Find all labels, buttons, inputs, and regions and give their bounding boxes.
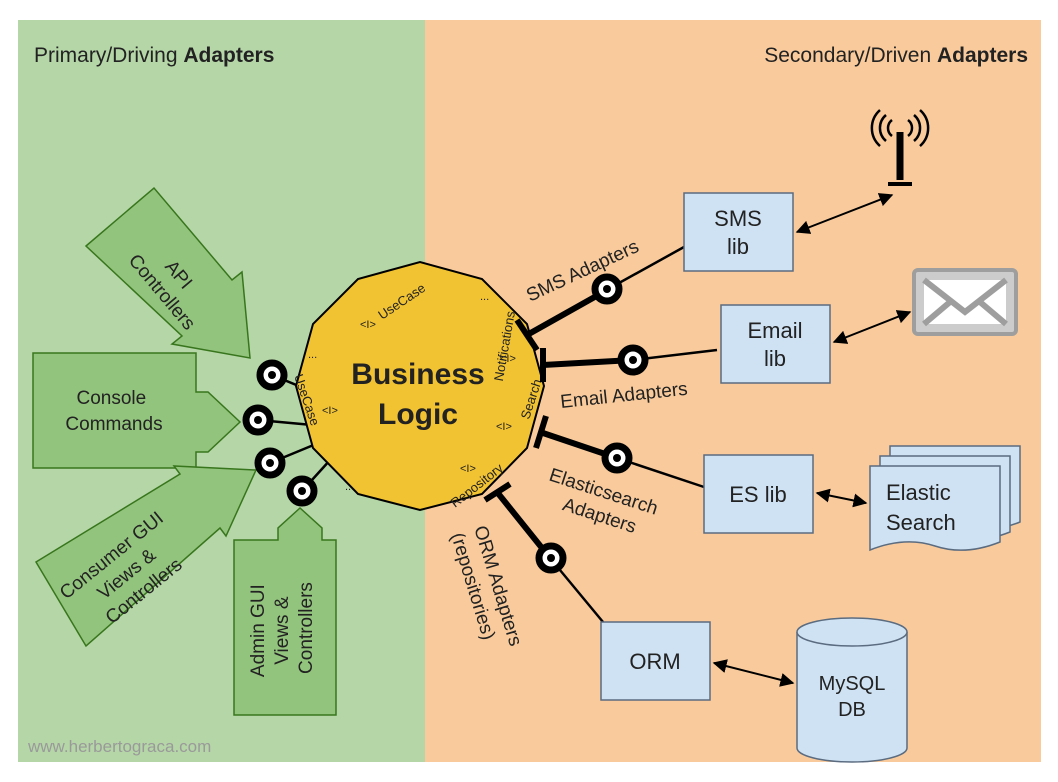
- elastic-line2: Search: [886, 510, 956, 535]
- sms-lib-box[interactable]: SMS lib: [683, 192, 794, 272]
- adapter-console-commands[interactable]: Console Commands: [32, 352, 242, 469]
- db-line1: MySQL: [819, 673, 886, 695]
- adapter-console-line2: Commands: [65, 414, 162, 435]
- email-lib-line1: Email: [747, 318, 802, 343]
- watermark: www.herbertograca.com: [27, 737, 211, 756]
- primary-header: Primary/Driving Adapters: [34, 44, 274, 67]
- adapter-admin-line3: Controllers: [296, 582, 317, 674]
- adapter-admin-line1: Admin GUI: [248, 584, 269, 677]
- adapter-console-line1: Console: [77, 388, 147, 409]
- interface-glyph: <I>: [360, 319, 376, 331]
- interface-glyph: <I>: [460, 463, 476, 475]
- es-lib-box[interactable]: ES lib: [703, 454, 814, 534]
- secondary-header: Secondary/Driven Adapters: [764, 44, 1028, 67]
- email-lib-box[interactable]: Email lib: [720, 304, 831, 384]
- adapter-api-controllers[interactable]: API Controllers: [84, 186, 251, 359]
- interface-glyph: <I>: [500, 353, 516, 365]
- bidirectional-arrows: [712, 193, 912, 687]
- orm-label: ORM: [629, 649, 680, 674]
- sms-lib-line1: SMS: [714, 206, 762, 231]
- ellipsis-top-right: ...: [480, 291, 489, 303]
- email-lib-line2: lib: [764, 346, 786, 371]
- orm-box[interactable]: ORM: [600, 621, 711, 701]
- adapter-admin-line2: Views &: [272, 596, 293, 665]
- envelope-icon: [912, 268, 1018, 336]
- db-line2: DB: [838, 699, 866, 721]
- interface-glyph: <I>: [496, 421, 512, 433]
- elastic-search-store[interactable]: Elastic Search: [869, 445, 1021, 552]
- interface-glyph: <I>: [322, 405, 338, 417]
- adapter-admin-gui[interactable]: Admin GUI Views & Controllers: [233, 506, 337, 716]
- svg-text:Console Commands: Console Commands: [65, 388, 162, 435]
- elastic-line1: Elastic: [886, 480, 951, 505]
- ellipsis-left: ...: [308, 349, 317, 361]
- core-title-line1: Business: [351, 358, 484, 391]
- es-lib-label: ES lib: [729, 482, 786, 507]
- sms-lib-line2: lib: [727, 234, 749, 259]
- mysql-db-cylinder[interactable]: MySQL DB: [796, 617, 908, 763]
- ellipsis-bottom-left: ...: [345, 481, 354, 493]
- svg-text:Admin GUI Views &: Admin GUI Views & Controllers: [248, 579, 317, 677]
- core-title-line2: Logic: [378, 398, 458, 431]
- business-logic-core[interactable]: Business Logic UseCase UseCase Notificat…: [291, 260, 546, 512]
- antenna-icon: [870, 109, 930, 186]
